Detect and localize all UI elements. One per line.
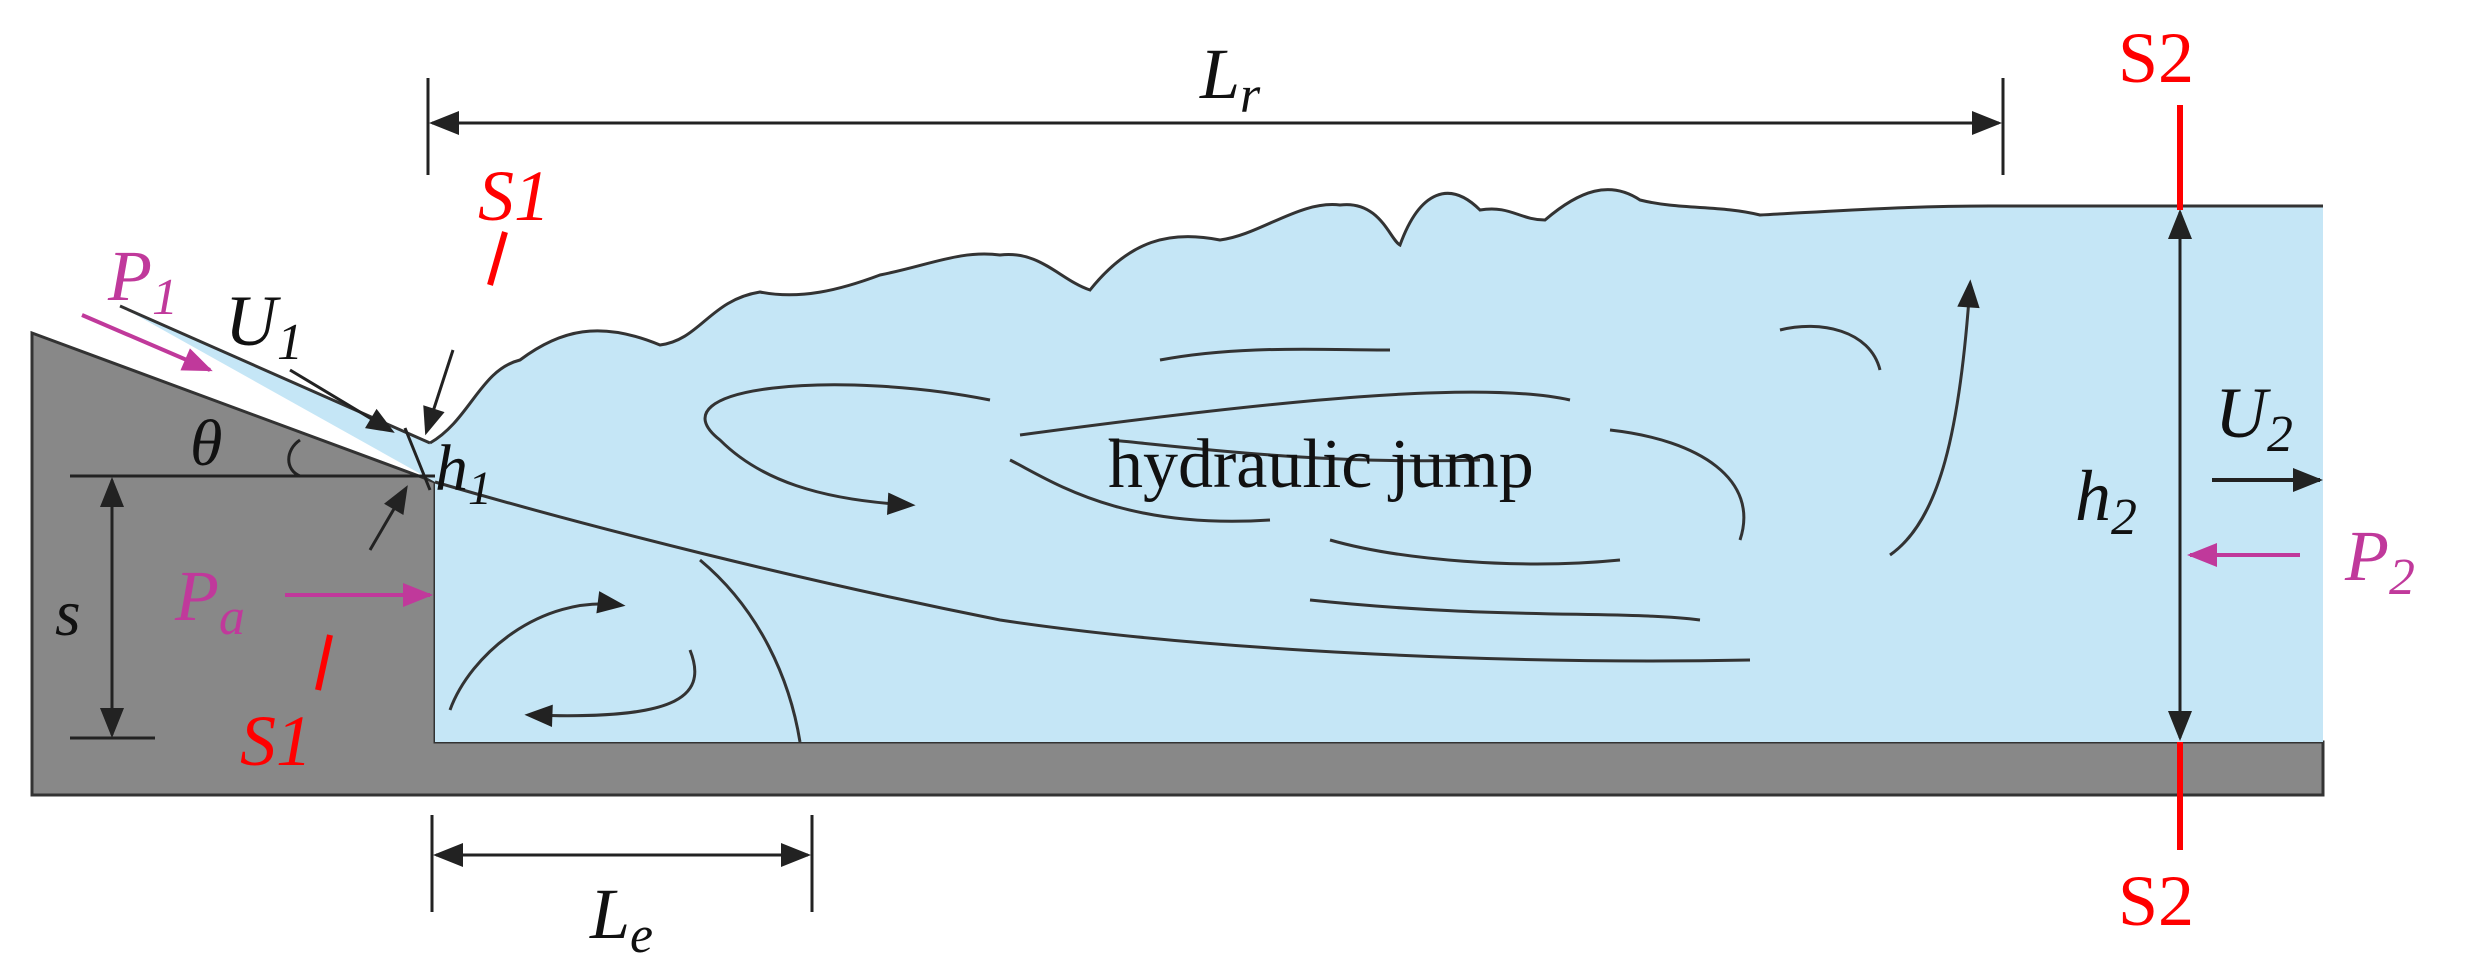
free-surface bbox=[429, 188, 2323, 445]
label-s1-bottom: S1 bbox=[240, 701, 312, 781]
h1-cross bbox=[403, 427, 432, 491]
label-s2-top: S2 bbox=[2118, 18, 2194, 98]
label-pa: Pa bbox=[174, 556, 245, 646]
u1-arrow bbox=[289, 368, 395, 433]
section-s1-bottom-mark bbox=[315, 634, 333, 691]
label-h2: h2 bbox=[2075, 456, 2137, 546]
reattachment-line bbox=[699, 558, 802, 743]
label-p1: P1 bbox=[107, 236, 178, 326]
label-jump: hydraulic jump bbox=[1108, 426, 1534, 503]
label-u1: U1 bbox=[225, 281, 303, 371]
label-u2: U2 bbox=[2215, 373, 2293, 463]
label-h1: h1 bbox=[435, 432, 492, 515]
label-s1-top: S1 bbox=[478, 156, 550, 236]
label-lr: Lr bbox=[1199, 34, 1261, 124]
label-p2: P2 bbox=[2344, 516, 2415, 606]
h1-arrow-top bbox=[423, 349, 455, 436]
label-s2-bottom: S2 bbox=[2118, 861, 2194, 941]
theta-arc bbox=[287, 438, 301, 478]
label-le: Le bbox=[589, 874, 653, 964]
label-s: s bbox=[55, 577, 81, 650]
p1-arrow bbox=[81, 313, 213, 372]
shear-layer bbox=[434, 480, 1751, 663]
h1-arrow-bottom bbox=[368, 485, 408, 551]
label-theta: θ bbox=[190, 407, 222, 480]
water-body bbox=[120, 189, 2323, 742]
section-s1-top-mark bbox=[487, 231, 508, 286]
flow-streamlines bbox=[448, 279, 1980, 727]
